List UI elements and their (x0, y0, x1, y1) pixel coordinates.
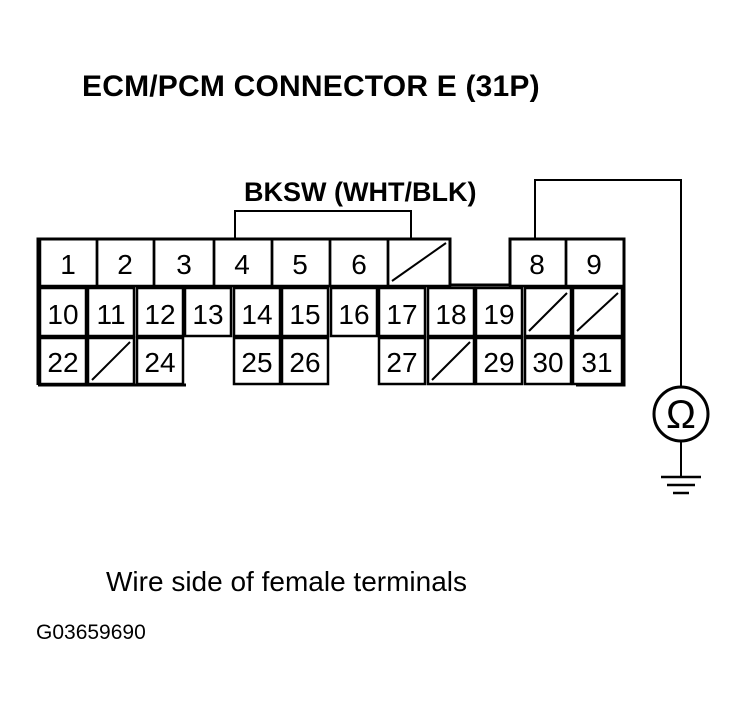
pin-number-25: 25 (241, 347, 272, 378)
pin-number-5: 5 (292, 249, 308, 280)
empty-terminal-slash (391, 242, 447, 282)
pin-number-29: 29 (483, 347, 514, 378)
pin-number-3: 3 (176, 249, 192, 280)
pin-number-10: 10 (47, 299, 78, 330)
pin-number-13: 13 (192, 299, 223, 330)
terminal-cell (38, 286, 88, 338)
pin-number-31: 31 (581, 347, 612, 378)
pin-number-19: 19 (483, 299, 514, 330)
pin-number-27: 27 (386, 347, 417, 378)
pin-number-18: 18 (435, 299, 466, 330)
connector-row-3 (38, 336, 624, 386)
terminal-cell (474, 286, 524, 338)
terminal-cell (426, 286, 476, 338)
terminal-cell (38, 336, 88, 386)
pin-number-12: 12 (144, 299, 175, 330)
terminal-cell (183, 286, 233, 338)
pin-number-22: 22 (47, 347, 78, 378)
terminal-cell (280, 336, 330, 386)
pin-number-16: 16 (338, 299, 369, 330)
terminal-cell-empty (523, 286, 573, 338)
ground-icon (661, 475, 701, 495)
terminal-cell-empty (426, 336, 476, 386)
diagram-title: ECM/PCM CONNECTOR E (31P) (82, 70, 540, 103)
pin-number-6: 6 (351, 249, 367, 280)
terminal-cell (523, 336, 573, 386)
terminal-cell-empty (571, 286, 624, 338)
terminal-cell-empty (86, 336, 136, 386)
pin-number-17: 17 (386, 299, 417, 330)
terminal-cell (86, 286, 136, 338)
empty-terminal-slash (91, 341, 131, 381)
pin-number-9: 9 (586, 249, 602, 280)
terminal-cell (135, 286, 185, 338)
terminal-cell (377, 336, 427, 386)
terminal-cell (564, 237, 626, 288)
empty-terminal-slash (528, 292, 568, 332)
figure-id: G03659690 (36, 621, 146, 644)
empty-terminal-slash (431, 341, 471, 381)
terminal-cell (377, 286, 427, 338)
terminal-cell (232, 286, 282, 338)
diagram-caption: Wire side of female terminals (106, 566, 468, 597)
terminal-cell (135, 336, 185, 386)
pin-number-2: 2 (117, 249, 133, 280)
terminal-cell (571, 336, 624, 386)
pin-number-26: 26 (289, 347, 320, 378)
pin-number-15: 15 (289, 299, 320, 330)
terminal-cell (232, 336, 282, 386)
empty-terminal-slash (576, 292, 619, 332)
wire-bracket (234, 210, 412, 239)
pin-number-24: 24 (144, 347, 175, 378)
test-lead-wire (534, 179, 682, 389)
pin-number-30: 30 (532, 347, 563, 378)
terminal-cell (280, 286, 330, 338)
terminal-cell-empty (386, 237, 452, 288)
pin-number-8: 8 (529, 249, 545, 280)
wire-label-bksw: BKSW (WHT/BLK) (244, 177, 476, 207)
terminal-cell (474, 336, 524, 386)
ohm-symbol-icon: Ω (666, 393, 696, 437)
pin-number-1: 1 (60, 249, 76, 280)
connector-row-1 (38, 237, 626, 288)
pin-number-11: 11 (96, 299, 125, 330)
terminal-cell (329, 286, 379, 338)
pin-number-14: 14 (241, 299, 272, 330)
pin-number-4: 4 (234, 249, 250, 280)
connector-row-2 (38, 286, 624, 338)
